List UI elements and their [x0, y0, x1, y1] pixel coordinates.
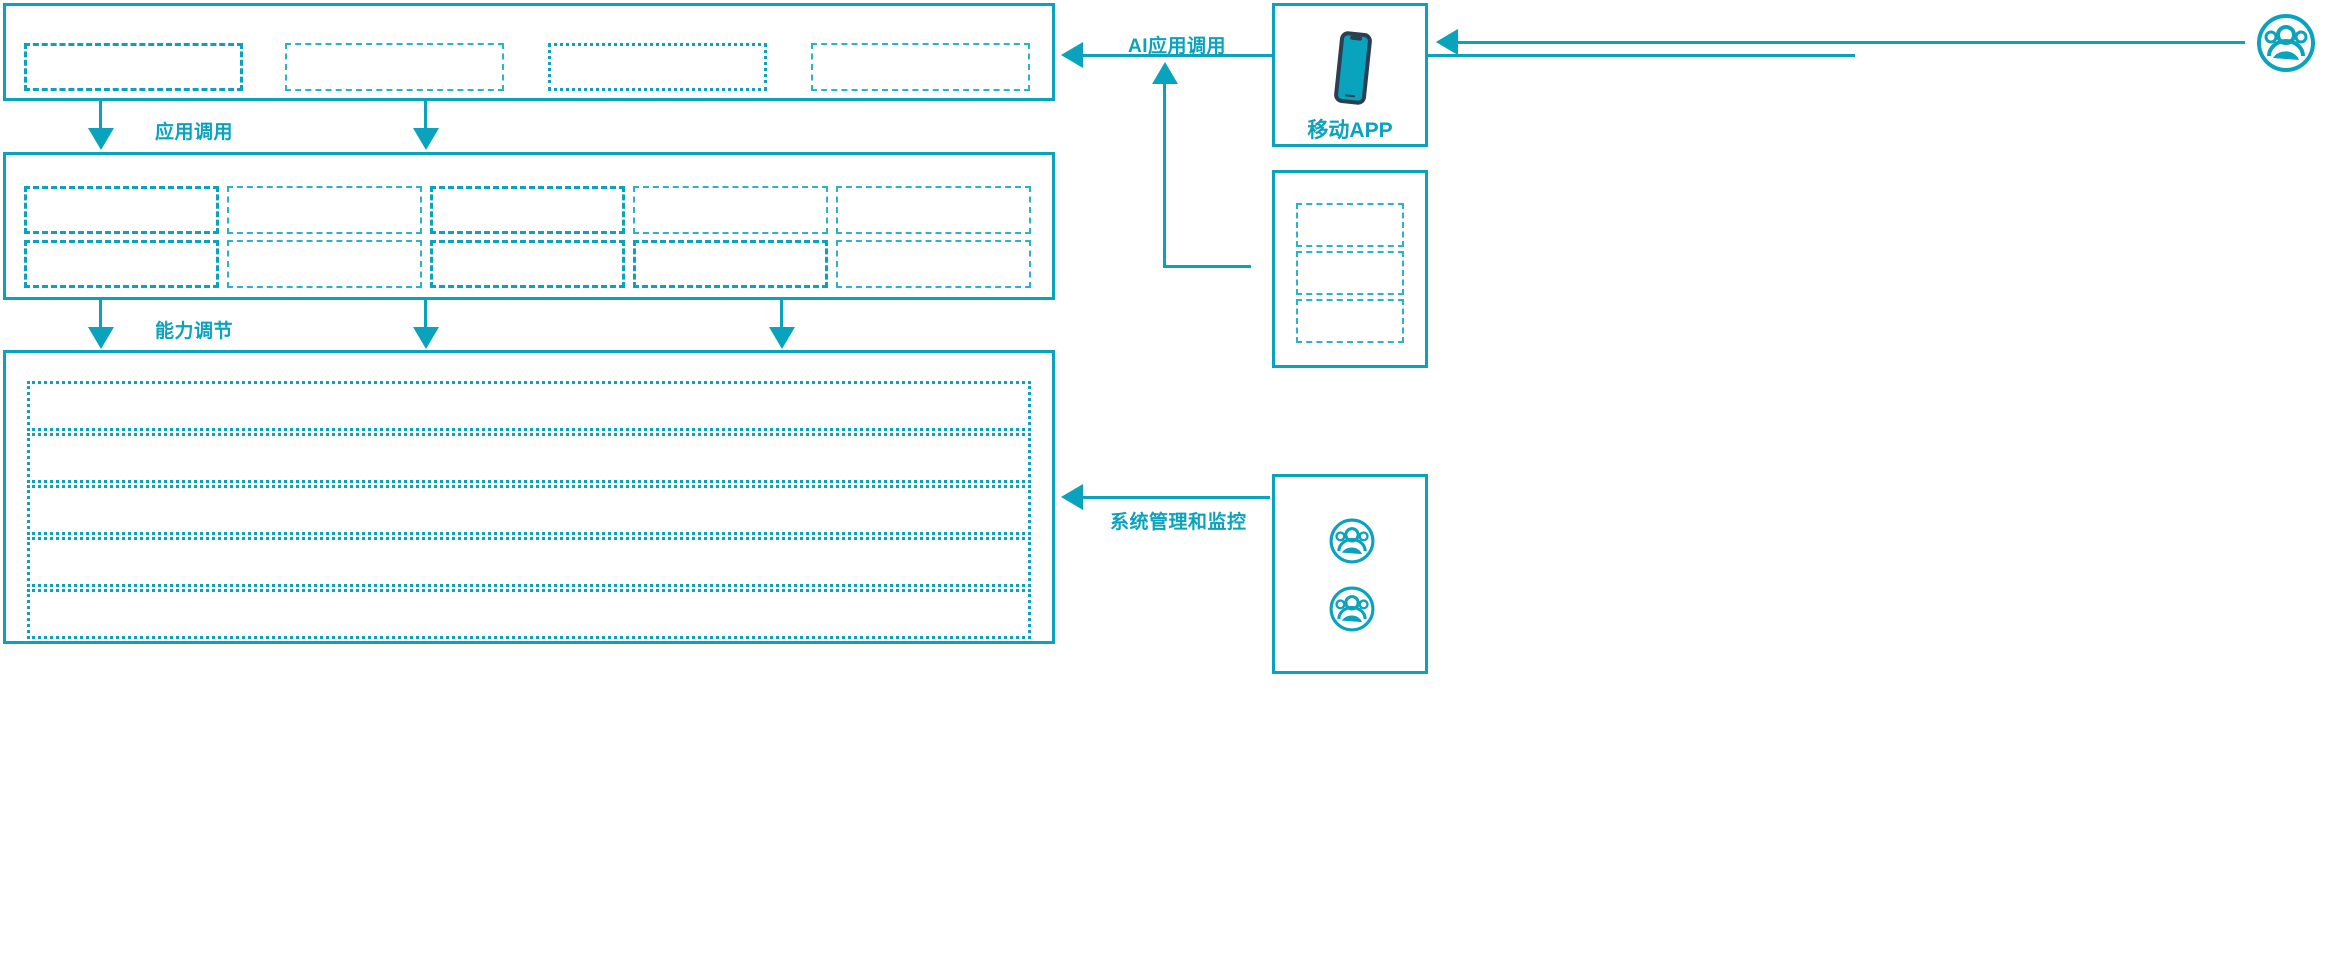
plat-strip-5[interactable]	[27, 589, 1031, 639]
cap-slot-r2c5[interactable]	[836, 240, 1031, 288]
capability-adjust-arrow-line-2	[424, 300, 427, 334]
ai-app-invoke-riser-head	[1152, 62, 1178, 84]
app-invoke-arrow-line-2	[424, 101, 427, 135]
mobile-app-card[interactable]: 移动APP	[1272, 3, 1428, 147]
mobile-phone-icon	[1325, 28, 1381, 113]
end-user-icon	[2255, 12, 2317, 79]
cap-slot-r2c4[interactable]	[633, 240, 828, 288]
plat-strip-3[interactable]	[27, 485, 1031, 535]
capability-adjust-label: 能力调节	[155, 321, 234, 342]
cap-slot-r1c2[interactable]	[227, 186, 422, 234]
capability-adjust-arrow-line-3	[780, 300, 783, 334]
plat-strip-4[interactable]	[27, 537, 1031, 587]
capability-adjust-arrow-line-1	[99, 300, 102, 334]
ai-app-invoke-arrow-line	[1080, 54, 1855, 57]
operator-user-icon-1	[1328, 517, 1376, 570]
mobile-app-card-label: 移动APP	[1307, 119, 1393, 142]
ai-app-invoke-label: AI应用调用	[1128, 36, 1227, 57]
plat-strip-1[interactable]	[27, 381, 1031, 431]
capability-adjust-arrow-head-2	[413, 327, 439, 349]
app-invoke-arrow-head-2	[413, 128, 439, 150]
system-mgmt-arrow-head	[1061, 484, 1083, 510]
cap-slot-r1c3[interactable]	[430, 186, 625, 234]
capability-adjust-arrow-head-1	[88, 327, 114, 349]
channel-slot-3[interactable]	[1296, 299, 1404, 343]
operators-card	[1272, 474, 1428, 674]
plat-strip-2[interactable]	[27, 433, 1031, 483]
ai-app-invoke-riser-line	[1163, 68, 1166, 268]
cap-slot-r1c4[interactable]	[633, 186, 828, 234]
cap-slot-r1c5[interactable]	[836, 186, 1031, 234]
app-invoke-label: 应用调用	[155, 122, 234, 143]
app-invoke-arrow-line-1	[99, 101, 102, 135]
end-user-to-card-head	[1436, 29, 1458, 55]
channel-slot-1[interactable]	[1296, 203, 1404, 247]
system-mgmt-label: 系统管理和监控	[1110, 512, 1247, 533]
end-user-to-card-line	[1455, 41, 2245, 44]
app-slot-4[interactable]	[811, 43, 1030, 91]
app-slot-1[interactable]	[24, 43, 243, 91]
capability-adjust-arrow-head-3	[769, 327, 795, 349]
operator-user-icon-2	[1328, 585, 1376, 638]
ai-app-invoke-arrow-head	[1061, 42, 1083, 68]
app-slot-2[interactable]	[285, 43, 504, 91]
ai-app-invoke-riser-foot	[1163, 265, 1251, 268]
cap-slot-r1c1[interactable]	[24, 186, 219, 234]
app-slot-3[interactable]	[548, 43, 767, 91]
cap-slot-r2c1[interactable]	[24, 240, 219, 288]
channel-slot-2[interactable]	[1296, 251, 1404, 295]
app-invoke-arrow-head-1	[88, 128, 114, 150]
cap-slot-r2c2[interactable]	[227, 240, 422, 288]
cap-slot-r2c3[interactable]	[430, 240, 625, 288]
system-mgmt-arrow-line	[1080, 496, 1270, 499]
